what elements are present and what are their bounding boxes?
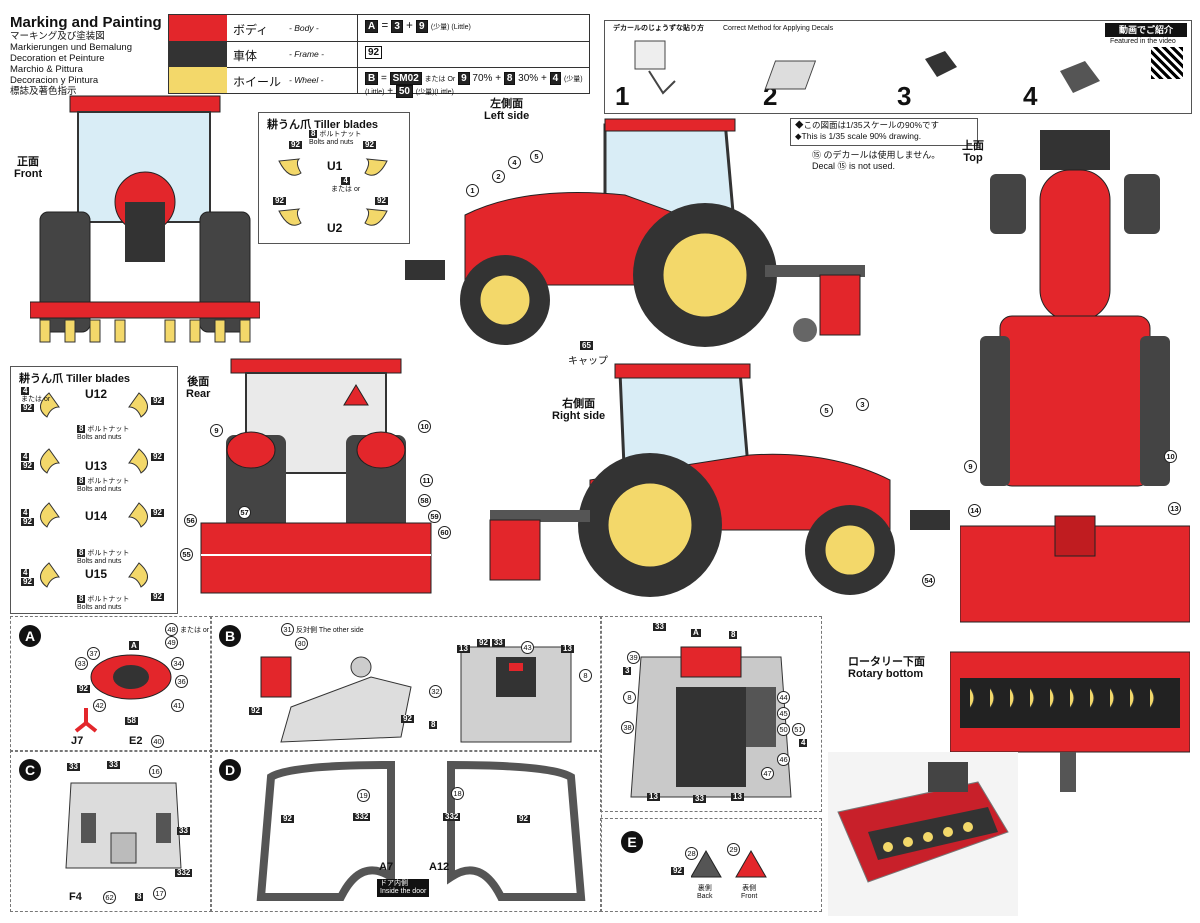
decal-method-box: デカールのじょうずな貼り方 Correct Method for Applyin… — [604, 20, 1192, 114]
subtitle-line: Decoration et Peinture — [10, 53, 105, 64]
frame-color-swatch — [169, 41, 227, 67]
step-number: 1 — [615, 81, 630, 111]
legend-label-en: - Wheel - — [289, 75, 324, 85]
cap-label: キャップ — [568, 356, 608, 367]
scale-note: ◆この図面は1/35スケールの90%です◆This is 1/35 scale … — [790, 118, 978, 146]
decal-steps-illustration — [634, 40, 1100, 95]
legend-row-frame: 車体 - Frame - 92 — [169, 41, 589, 68]
tiller-blades-left-box: 耕うん爪 Tiller blades U12 U13 U14 U15 8 ボルト… — [10, 366, 178, 614]
qr-code[interactable] — [1151, 47, 1183, 79]
legend-row-wheel: ホイール - Wheel - B = SM02 または Or 9 70% + 8… — [169, 67, 589, 98]
decal-method-title-en: Correct Method for Applying Decals — [723, 25, 834, 32]
panel-b: B 31 反対側 The other side 30 92 92 92 33 1… — [210, 616, 602, 752]
subtitle-line: Markierungen und Bemalung — [10, 42, 132, 53]
subtitle-line: 標誌及著色指示 — [10, 86, 77, 97]
subtitle-line: マーキング及び塗装図 — [10, 31, 105, 42]
video-label-en: Featured in the video — [1110, 38, 1176, 45]
panel-b-dashboard: 33 A 8 3 39 8 38 13 33 13 44 45 50 51 4 … — [600, 616, 822, 812]
panel-c: C 33 33 16 33 62 8 17 332 F4 — [10, 750, 212, 912]
wheel-formula: B = SM02 または Or 9 70% + 8 30% + 4 (少量)(L… — [365, 72, 583, 98]
step-number: 4 — [1023, 81, 1038, 111]
legend-label-en: - Frame - — [289, 49, 324, 59]
right-side-drawing — [489, 363, 950, 597]
video-label-jp: 動画でご紹介 — [1105, 23, 1187, 37]
rotary-bottom-drawing — [950, 651, 1190, 792]
front-view-drawing — [30, 95, 260, 343]
subtitle-line: Decoracion y Pintura — [10, 75, 99, 86]
wheel-color-swatch — [169, 67, 227, 93]
legend-label-jp: 車体 — [233, 49, 258, 63]
body-formula: A = 3 + 9 (少量) (Little) — [365, 20, 471, 33]
top-view-drawing — [960, 130, 1190, 623]
tiller-label: U2 — [327, 221, 343, 235]
decal-15-note: ⑮ のデカールは使用しません。Decal ⑮ is not used. — [812, 150, 941, 171]
legend-label-en: - Body - — [289, 23, 319, 33]
step-number: 3 — [897, 81, 912, 111]
legend-row-body: ボディ - Body - A = 3 + 9 (少量) (Little) — [169, 15, 589, 42]
rear-view-drawing — [200, 358, 432, 594]
decal-method-title-jp: デカールのじょうずな貼り方 — [613, 25, 704, 32]
color-legend: ボディ - Body - A = 3 + 9 (少量) (Little) 車体 … — [168, 14, 590, 98]
title-block: Marking and Painting マーキング及び塗装図 Markieru… — [10, 14, 170, 97]
left-side-drawing — [405, 118, 865, 347]
rotary-photo — [828, 752, 1018, 916]
tiller-label: U1 — [327, 159, 343, 173]
legend-label-jp: ホイール — [233, 75, 282, 89]
legend-label-jp: ボディ — [233, 23, 269, 37]
frame-formula: 92 — [365, 46, 383, 59]
page-title: Marking and Painting — [10, 14, 162, 31]
panel-a: A A 48 または or 49 37 33 34 36 92 42 58 41… — [10, 616, 212, 752]
body-color-swatch — [169, 15, 227, 41]
subtitle-line: Marchio & Pittura — [10, 64, 83, 75]
